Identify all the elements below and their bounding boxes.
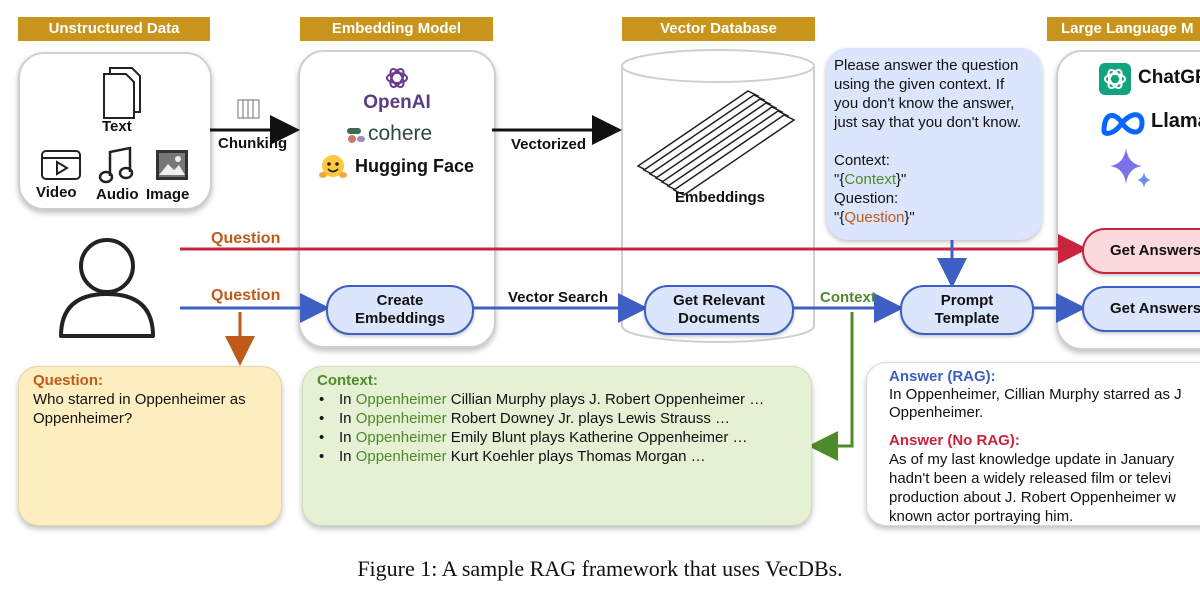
context-box-title: Context:	[317, 372, 378, 389]
answer-box: Answer (RAG): In Oppenheimer, Cillian Mu…	[866, 362, 1200, 526]
hugging-face-icon	[319, 155, 347, 178]
chatgpt-label: ChatGP	[1138, 67, 1200, 88]
context-item: In Oppenheimer Robert Downey Jr. plays L…	[317, 409, 764, 428]
chunking-label: Chunking	[218, 135, 288, 152]
get-answers-rag-pill: Get Answers	[1082, 286, 1200, 332]
context-item: In Oppenheimer Emily Blunt plays Katheri…	[317, 428, 764, 447]
header-unstructured-data: Unstructured Data	[18, 17, 210, 41]
prompt-card: Please answer the question using the giv…	[826, 48, 1042, 240]
answer-norag-title: Answer (No RAG):	[889, 432, 1020, 449]
question-box-line-2: Oppenheimer?	[33, 410, 133, 427]
vector-search-label: Vector Search	[508, 289, 609, 306]
gemini-sparkle-icon	[1110, 148, 1151, 188]
get-answers-direct-pill: Get Answers	[1082, 228, 1200, 274]
audio-icon	[98, 146, 134, 184]
context-box: Context: In Oppenheimer Cillian Murphy p…	[302, 366, 812, 526]
prompt-line-4: just say that you don't know.	[834, 114, 1022, 131]
prompt-context-label: Context:	[834, 152, 890, 169]
question-top-label: Question	[211, 230, 281, 247]
answer-norag-line-2: hadn't been a widely released film or te…	[889, 470, 1172, 487]
embeddings-stack-icon	[636, 90, 796, 196]
cohere-logo-icon	[347, 128, 365, 143]
video-label: Video	[36, 184, 77, 201]
embeddings-label: Embeddings	[675, 189, 766, 206]
unstructured-data-card: Text Video Audio Image	[18, 52, 212, 210]
vector-database-cylinder	[621, 49, 815, 343]
prompt-line-1: Please answer the question	[834, 57, 1019, 74]
question-box: Question: Who starred in Oppenheimer as …	[18, 366, 282, 526]
image-label: Image	[146, 186, 190, 203]
cohere-label: cohere	[368, 122, 433, 145]
prompt-instructions: Please answer the question using the giv…	[834, 56, 1021, 227]
header-vector-database: Vector Database	[622, 17, 815, 41]
vectorized-label: Vectorized	[511, 136, 587, 153]
llama-label: Llama	[1151, 110, 1200, 132]
user-icon	[59, 238, 155, 338]
question-bottom-label: Question	[211, 287, 281, 304]
question-box-line-1: Who starred in Oppenheimer as	[33, 391, 246, 408]
prompt-line-2: using the given context. If	[834, 76, 1005, 93]
answer-norag-line-1: As of my last knowledge update in Januar…	[889, 451, 1175, 468]
question-box-title: Question:	[33, 372, 103, 389]
video-icon	[41, 150, 81, 180]
prompt-context-var: "{Context}"	[834, 171, 907, 188]
answer-norag-line-4: known actor portraying him.	[889, 508, 1074, 525]
context-arrow-label: Context	[820, 289, 876, 306]
prompt-line-3: you don't know the answer,	[834, 95, 1015, 112]
openai-label: OpenAI	[363, 92, 431, 113]
hugging-face-label: Hugging Face	[355, 156, 475, 176]
documents-icon	[103, 67, 141, 119]
openai-logo-icon	[386, 67, 408, 89]
header-embedding-model: Embedding Model	[300, 17, 493, 41]
text-label: Text	[102, 118, 132, 135]
prompt-question-label: Question:	[834, 190, 899, 207]
chatgpt-logo-icon	[1099, 63, 1131, 95]
figure-caption: Figure 1: A sample RAG framework that us…	[357, 556, 843, 581]
prompt-question-var: "{Question}"	[834, 209, 915, 226]
context-to-box-arrow	[808, 312, 854, 461]
context-list: In Oppenheimer Cillian Murphy plays J. R…	[317, 390, 764, 466]
image-icon	[156, 150, 188, 180]
header-large-language-model: Large Language M	[1047, 17, 1200, 41]
answer-rag-line-1: In Oppenheimer, Cillian Murphy starred a…	[889, 386, 1182, 403]
context-item: In Oppenheimer Kurt Koehler plays Thomas…	[317, 447, 764, 466]
context-item: In Oppenheimer Cillian Murphy plays J. R…	[317, 390, 764, 409]
meta-logo-icon	[1101, 112, 1145, 136]
audio-label: Audio	[96, 186, 139, 203]
chunking-pieces-icon	[237, 99, 260, 119]
answer-rag-title: Answer (RAG):	[889, 368, 996, 385]
answer-norag-line-3: production about J. Robert Oppenheimer w	[889, 489, 1176, 506]
answer-rag-line-2: Oppenheimer.	[889, 404, 984, 421]
